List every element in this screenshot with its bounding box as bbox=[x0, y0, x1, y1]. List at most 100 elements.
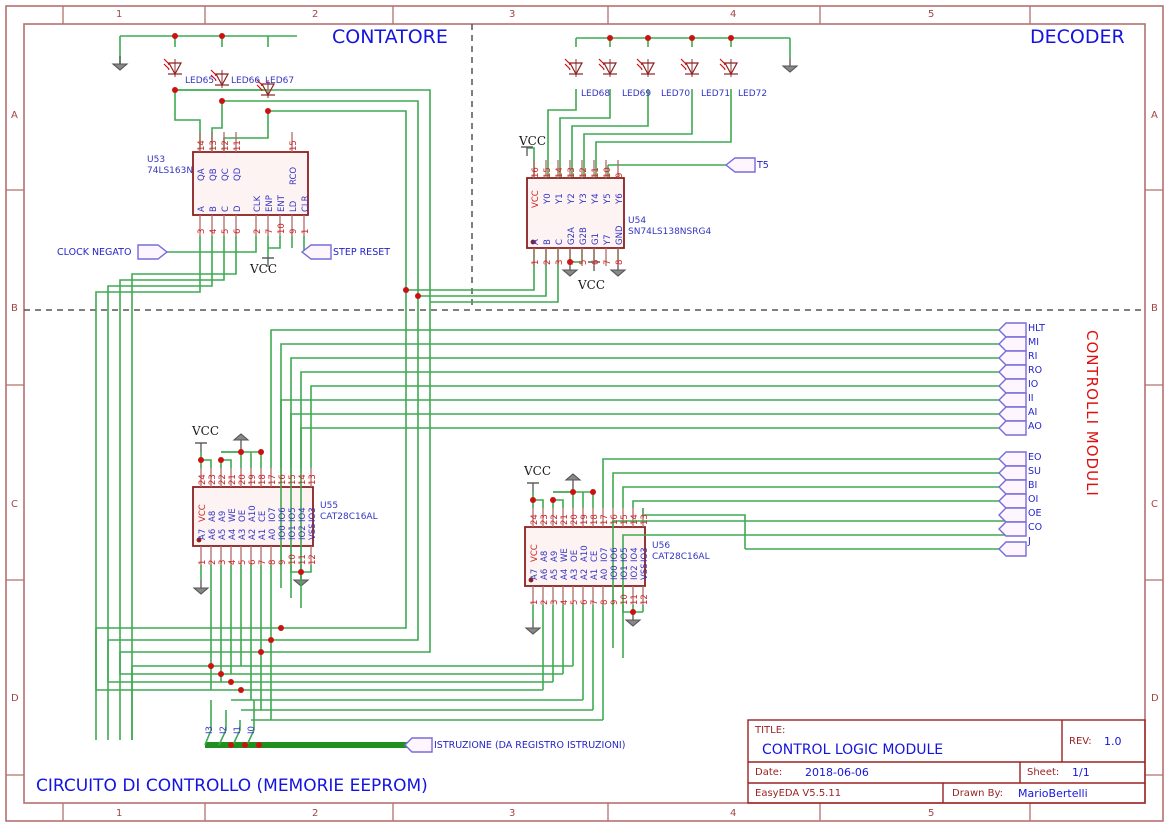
control-port-hlt: HLT bbox=[1028, 323, 1045, 334]
u54-pin-y5: Y5 bbox=[603, 193, 613, 204]
control-port-su: SU bbox=[1028, 466, 1041, 477]
u55-pinnum-15: 15 bbox=[288, 474, 298, 485]
u53-pin-d: D bbox=[233, 205, 243, 212]
u54-pin-g2a: G2A bbox=[567, 227, 577, 245]
component-u54[interactable] bbox=[526, 160, 625, 266]
address-bus-wires bbox=[95, 340, 604, 740]
section-title-controls: CONTROLLI MODULI bbox=[1083, 330, 1101, 497]
frame-col-5-bottom: 5 bbox=[928, 808, 935, 819]
led-label-70: LED70 bbox=[661, 89, 691, 99]
control-port-ri: RI bbox=[1028, 351, 1038, 362]
u54-pin-y6: Y6 bbox=[615, 193, 625, 204]
u54-part: SN74LS138NSRG4 bbox=[628, 227, 712, 237]
led-label-69: LED69 bbox=[622, 89, 652, 99]
port-label-step-reset[interactable]: STEP RESET bbox=[333, 247, 391, 258]
control-port-oe: OE bbox=[1028, 508, 1042, 519]
u56-pinnum-b11: 11 bbox=[630, 594, 640, 605]
instruction-bus bbox=[204, 700, 410, 748]
u53-pinnum-2: 2 bbox=[253, 228, 263, 234]
title-block-frame bbox=[747, 719, 1146, 804]
title-block-date-value: 2018-06-06 bbox=[805, 766, 869, 779]
u53-pinnum-14: 14 bbox=[197, 140, 207, 151]
u55-pinnum-b3: 3 bbox=[218, 559, 228, 565]
title-block-tool: EasyEDA V5.5.11 bbox=[755, 788, 842, 799]
u55-pinnum-21: 21 bbox=[228, 474, 238, 485]
vcc-label-u55: VCC bbox=[192, 424, 220, 438]
u56-pinnum-b8: 8 bbox=[600, 599, 610, 605]
instruction-bit-i2: I2 bbox=[219, 726, 229, 734]
u53-pinnum-10: 10 bbox=[277, 223, 287, 234]
u55-pinnum-16: 16 bbox=[278, 474, 288, 485]
u56-pinnum-20: 20 bbox=[570, 514, 580, 525]
u56-pinnum-b9: 9 bbox=[610, 599, 620, 605]
u54-pinnum-2: 2 bbox=[543, 259, 553, 265]
u56-pinnum-b12: 12 bbox=[640, 594, 650, 605]
vcc-label-u54-bottom: VCC bbox=[578, 278, 606, 292]
u54-pin-gnd: GND bbox=[615, 225, 625, 246]
u55-pin-a1: A1 bbox=[258, 528, 268, 540]
control-port-shapes[interactable] bbox=[998, 322, 1027, 557]
frame-col-3-top: 3 bbox=[509, 9, 516, 20]
u54-pinnum-8: 8 bbox=[615, 259, 625, 265]
led-label-71: LED71 bbox=[701, 89, 731, 99]
u53-pinnum-5: 5 bbox=[221, 228, 231, 234]
led-label-65: LED65 bbox=[185, 76, 215, 86]
u56-pin-a4: A4 bbox=[560, 568, 570, 580]
component-u56[interactable] bbox=[524, 508, 646, 605]
u55-pinnum-20: 20 bbox=[238, 474, 248, 485]
u56-pin-a0: A0 bbox=[600, 568, 610, 580]
u56-pinnum-23: 23 bbox=[540, 514, 550, 525]
u56-pinnum-16: 16 bbox=[610, 514, 620, 525]
u56-pinnum-b2: 2 bbox=[540, 599, 550, 605]
port-label-clock-negato[interactable]: CLOCK NEGATO bbox=[57, 247, 132, 258]
control-port-co: CO bbox=[1028, 522, 1043, 533]
u55-pin-io2: IO2 bbox=[298, 525, 308, 540]
component-u55[interactable] bbox=[192, 468, 314, 565]
u55-pinnum-22: 22 bbox=[218, 474, 228, 485]
u53-pinnum-1: 1 bbox=[301, 228, 311, 234]
frame-col-4-top: 4 bbox=[730, 9, 737, 20]
section-title-decoder: DECODER bbox=[1030, 26, 1125, 48]
control-port-bi: BI bbox=[1028, 480, 1038, 491]
u56-pinnum-b1: 1 bbox=[530, 599, 540, 605]
u56-pinnum-15: 15 bbox=[620, 514, 630, 525]
u56-pin-a7: A7 bbox=[530, 568, 540, 580]
u56-output-wires bbox=[602, 458, 1005, 658]
u54-pin-y4: Y4 bbox=[591, 193, 601, 204]
u55-pin-a5: A5 bbox=[218, 528, 228, 540]
led-label-67: LED67 bbox=[265, 76, 295, 86]
u55-pin-io1: IO1 bbox=[288, 525, 298, 540]
counter-wires bbox=[119, 35, 431, 340]
u53-pin-ld: LD bbox=[289, 200, 299, 212]
u56-pinnum-b10: 10 bbox=[620, 594, 630, 605]
u53-part: 74LS163N bbox=[147, 166, 194, 176]
u54-pinnum-3: 3 bbox=[555, 259, 565, 265]
u53-pinnum-9: 9 bbox=[289, 228, 299, 234]
frame-col-2-top: 2 bbox=[312, 9, 319, 20]
u53-pinnum-15: 15 bbox=[289, 140, 299, 151]
u56-pin-io0: IO0 bbox=[610, 565, 620, 580]
led-label-68: LED68 bbox=[581, 89, 611, 99]
component-u53[interactable] bbox=[192, 132, 309, 236]
port-label-t5[interactable]: T5 bbox=[757, 160, 769, 171]
u53-pin-enp: ENP bbox=[265, 195, 275, 212]
u55-pin-a7: A7 bbox=[198, 528, 208, 540]
port-label-istruzione[interactable]: ISTRUZIONE (DA REGISTRO ISTRUZIONI) bbox=[434, 740, 626, 751]
u55-pinnum-b4: 4 bbox=[228, 559, 238, 565]
vcc-u56 bbox=[526, 482, 540, 493]
u54-pinnum-12: 12 bbox=[579, 167, 589, 178]
u55-pin-vss: VSS bbox=[308, 523, 318, 540]
u54-pinnum-13: 13 bbox=[567, 167, 577, 178]
u55-pinnum-b11: 11 bbox=[298, 554, 308, 565]
u56-pinnum-22: 22 bbox=[550, 514, 560, 525]
vcc-label-u54-top: VCC bbox=[519, 134, 547, 148]
section-dividers bbox=[24, 24, 1145, 311]
control-port-ai: AI bbox=[1028, 407, 1038, 418]
u53-pin-qa: QA bbox=[197, 168, 207, 181]
u55-pinnum-b8: 8 bbox=[268, 559, 278, 565]
u56-pinnum-13: 13 bbox=[640, 514, 650, 525]
frame-col-2-bottom: 2 bbox=[312, 808, 319, 819]
u56-pinnum-17: 17 bbox=[600, 514, 610, 525]
port-shapes[interactable] bbox=[137, 157, 756, 753]
